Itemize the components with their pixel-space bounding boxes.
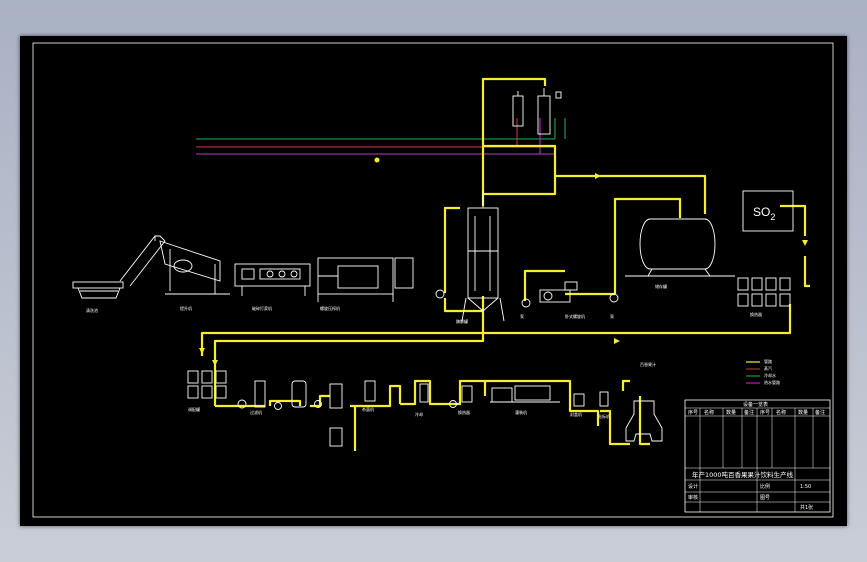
enzyme-reactor <box>461 191 505 322</box>
title-block: 设备一览表 序号 名称 数量 备注 序号 名称 数量 备注 年产1000吨百香果… <box>684 399 831 513</box>
title-block-cell: 名称 <box>704 409 714 416</box>
blending-tank <box>291 380 307 408</box>
crusher-pulper <box>234 263 311 296</box>
heat-exchanger <box>461 385 473 403</box>
pump-1 <box>435 289 445 299</box>
pump-7 <box>449 400 457 408</box>
legend-label: 管路 <box>764 358 772 364</box>
drawing-canvas: 清洗池 提升机 破碎打浆机 螺旋压榨机 酶解罐 泵 卧式螺旋机 泵 储存罐 换热… <box>20 36 847 526</box>
stage-label: 贴标机 <box>598 413 610 419</box>
title-block-cell: 设计 <box>688 483 698 490</box>
product-bottle <box>625 400 663 442</box>
so2-label: SO2 <box>753 205 775 222</box>
title-block-cell: 审核 <box>688 494 698 501</box>
title-block-cell: 数量 <box>798 409 808 416</box>
exchanger-bank-right <box>737 277 791 307</box>
stage-label: 换热器 <box>458 409 470 415</box>
process-flow-diagram: 清洗池 提升机 破碎打浆机 螺旋压榨机 酶解罐 泵 卧式螺旋机 泵 储存罐 换热… <box>32 42 834 518</box>
elevator-conveyor <box>119 235 166 287</box>
stage-label: 调配罐 <box>188 406 200 412</box>
title-block-cell: 共1张 <box>800 504 813 511</box>
flow-arrows <box>199 173 808 366</box>
legend-label: 冷却水 <box>764 372 776 378</box>
title-block-cell: 序号 <box>760 409 770 416</box>
stage-label: 换热器 <box>750 311 762 317</box>
stage-label: 泵 <box>610 314 614 319</box>
pump-6 <box>314 400 322 408</box>
stage-label: 酶解罐 <box>456 318 468 324</box>
legend-label: 蒸汽 <box>764 365 772 371</box>
title-block-header: 设备一览表 <box>743 401 768 408</box>
equipment <box>72 88 794 447</box>
stage-labels: 清洗池 提升机 破碎打浆机 螺旋压榨机 酶解罐 泵 卧式螺旋机 泵 储存罐 换热… <box>86 283 762 419</box>
screw-press <box>317 257 414 302</box>
product-label: 百香果汁 <box>640 361 656 367</box>
stage-label: 卧式螺旋机 <box>565 313 585 319</box>
homogenizer <box>329 383 343 409</box>
utility-lines <box>196 118 566 163</box>
legend: 管路 蒸汽 冷却水 热水管路 <box>746 358 780 385</box>
capper <box>573 393 585 407</box>
filter-unit <box>254 380 266 408</box>
exchanger-bank-left <box>187 370 227 399</box>
title-block-cell: 序号 <box>688 409 698 416</box>
sterilizer-1 <box>364 380 376 402</box>
title-block-cell: 数量 <box>726 409 736 416</box>
stage-label: 储存罐 <box>655 283 667 289</box>
stage-label: 螺旋压榨机 <box>320 305 340 311</box>
stage-label: 提升机 <box>180 305 192 311</box>
stage-label: 过滤机 <box>250 409 262 415</box>
legend-label: 热水管路 <box>764 379 780 385</box>
condensers <box>512 88 562 135</box>
so2-tank <box>742 190 794 232</box>
washing-tank <box>72 281 124 299</box>
pump-5 <box>274 402 282 410</box>
valve-marker <box>374 157 380 163</box>
drawing-border <box>32 42 834 518</box>
labeler <box>599 391 609 407</box>
title-block-cell: 名称 <box>776 409 786 416</box>
process-piping <box>200 77 810 451</box>
stage-label: 清洗池 <box>86 307 98 313</box>
pump-4 <box>237 399 247 409</box>
drawing-title: 年产1000吨百香果果汁饮料生产线 <box>692 470 794 479</box>
title-block-cell: 备注 <box>815 409 825 416</box>
storage-tank <box>625 218 735 277</box>
stage-label: 冷却 <box>415 411 423 417</box>
filling-line <box>490 385 560 403</box>
stage-label: 破碎打浆机 <box>252 305 272 311</box>
title-block-cell: 图号 <box>760 495 770 501</box>
stage-label: 封盖机 <box>570 411 582 417</box>
degasser <box>329 427 343 447</box>
title-block-cell: 1:50 <box>800 484 811 490</box>
stage-label: 泵 <box>520 314 524 319</box>
pump-3 <box>609 293 619 303</box>
holding-tube <box>419 383 429 403</box>
horizontal-screw <box>539 281 578 303</box>
title-block-cell: 备注 <box>744 409 754 416</box>
vibrating-screen <box>159 240 230 295</box>
stage-label: 灌装机 <box>515 409 527 415</box>
title-block-cell: 比例 <box>760 483 770 490</box>
pump-2 <box>521 298 531 308</box>
stage-label: 杀菌机 <box>362 406 374 412</box>
